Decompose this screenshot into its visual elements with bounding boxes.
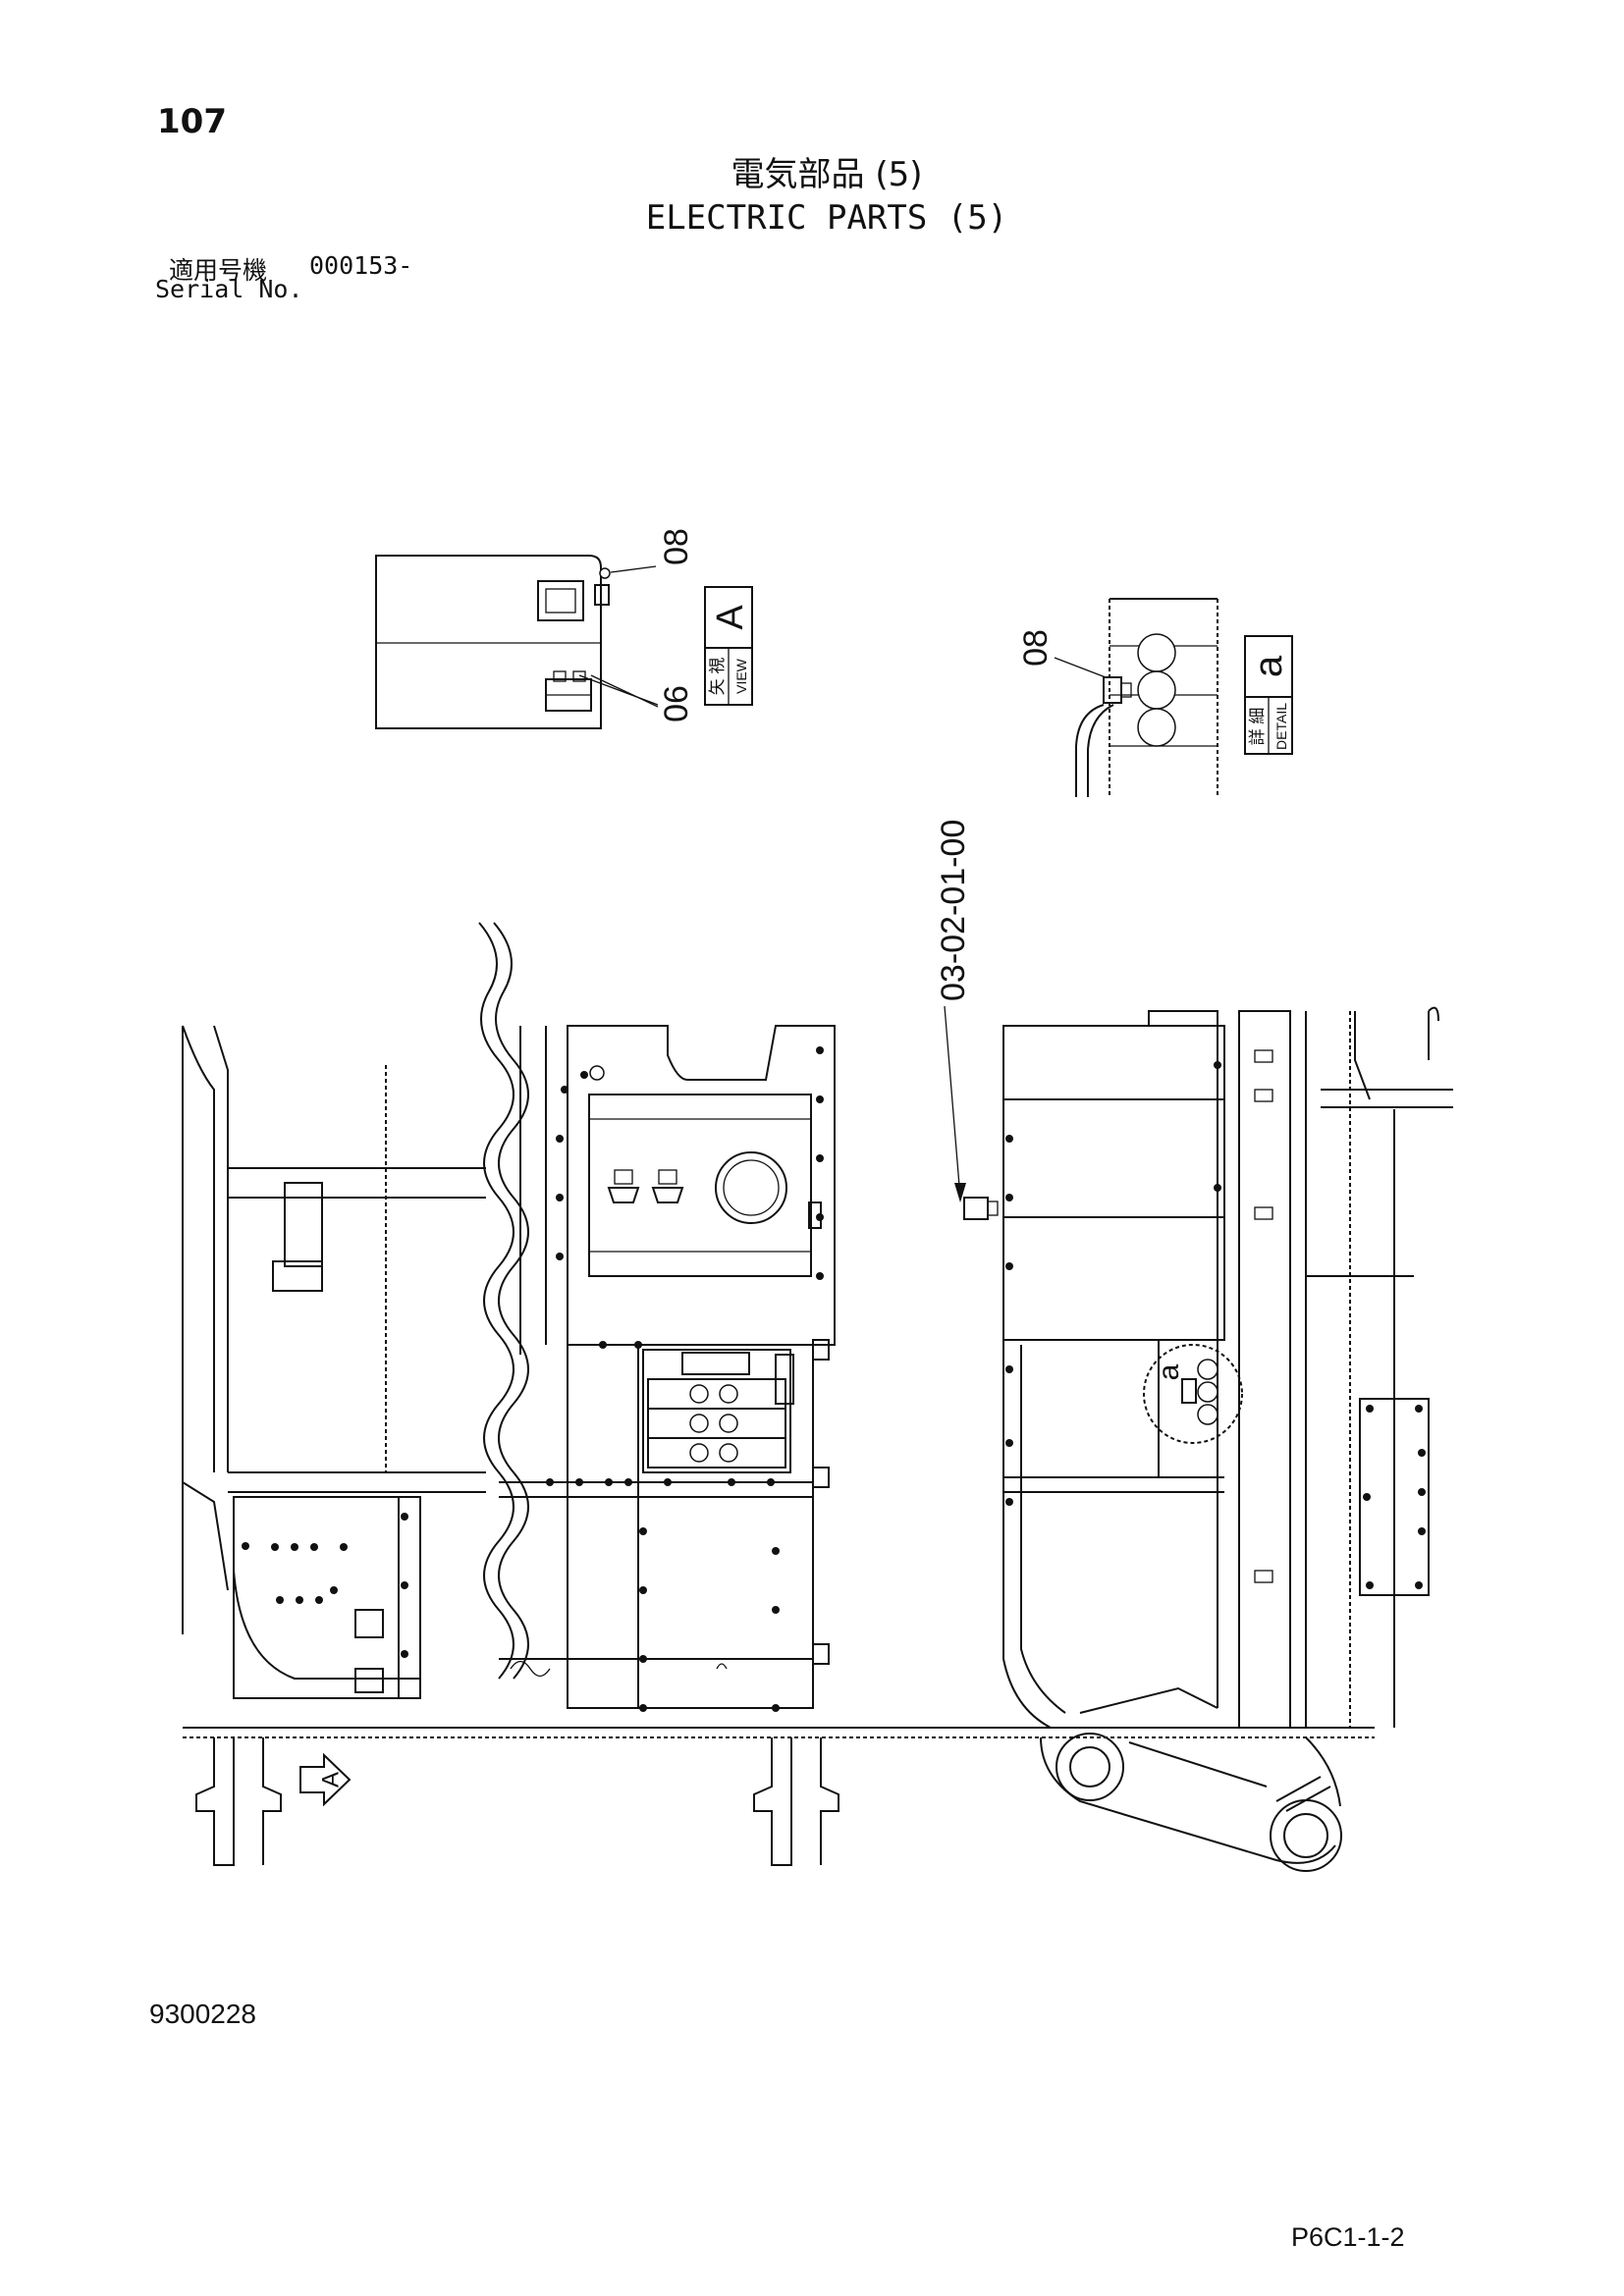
detail-a-tag-japanese: 詳 細 (1248, 708, 1267, 746)
part-callout-03-02-01-00: 03-02-01-00 (935, 820, 972, 1001)
document-number: 9300228 (149, 1999, 257, 2029)
serial-value: 000153- (309, 251, 413, 280)
fuse-block (647, 1378, 786, 1468)
view-a-callout-top: 08 (658, 528, 695, 565)
page-title-english: ELECTRIC PARTS (5) (645, 198, 1008, 238)
detail-a-marker-circle (1143, 1344, 1243, 1444)
detail-a-tag-letter: a (1247, 655, 1290, 677)
page-title-japanese: 電気部品 (5) (731, 155, 923, 194)
main-view: A 03-02-01-00 (182, 820, 1453, 1872)
support-feet (195, 1737, 839, 1866)
detail-a-marker: a (1153, 1363, 1185, 1380)
detail-a-inset: 08 a 詳 細 DETAIL (1017, 598, 1293, 797)
sheet-code: P6C1-1-2 (1291, 2222, 1405, 2252)
view-a-callout-bottom: 06 (658, 685, 695, 722)
detail-a-tag-english: DETAIL (1273, 703, 1289, 750)
view-a-tag-english: VIEW (733, 658, 749, 694)
view-a-arrow: A (299, 1752, 352, 1807)
view-a-tag-japanese: 矢 視 (708, 658, 727, 696)
view-a-arrow-letter: A (317, 1772, 344, 1788)
page-number: 107 (157, 102, 227, 141)
view-a-inset: 08 06 A 矢 視 VIEW (375, 528, 753, 729)
detail-a-callout: 08 (1017, 629, 1055, 667)
view-a-tag-letter: A (710, 605, 751, 630)
boom-pivot (1040, 1733, 1342, 1872)
serial-label-japanese: 適用号機 (169, 256, 268, 285)
serial-label-english: Serial No. (155, 275, 303, 303)
